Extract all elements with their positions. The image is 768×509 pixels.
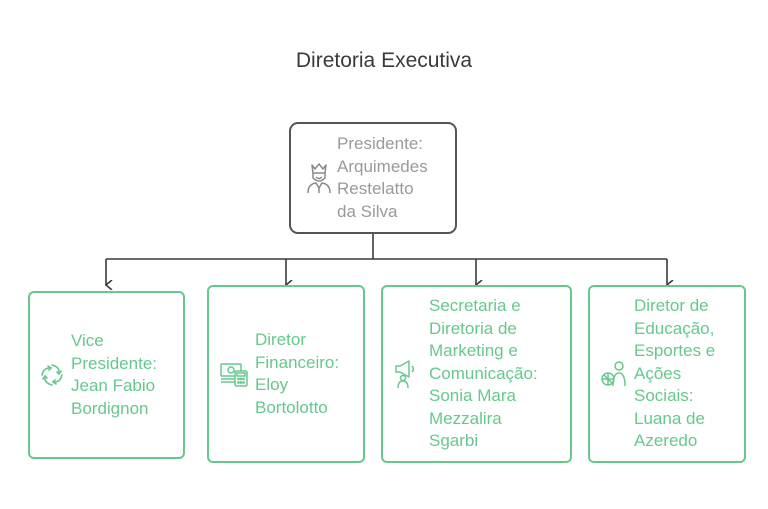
- vice-president-node: Vice Presidente: Jean Fabio Bordignon: [28, 291, 185, 459]
- education-director-label: Diretor de Educação, Esportes e Ações So…: [634, 296, 716, 451]
- money-calculator-icon: [218, 360, 250, 388]
- megaphone-person-icon: [392, 359, 424, 389]
- president-label: Presidente: Arquimedes Restelatto da Sil…: [337, 134, 428, 221]
- financial-director-node: Diretor Financeiro: Eloy Bortolotto: [207, 285, 365, 463]
- vice-president-label: Vice Presidente: Jean Fabio Bordignon: [71, 331, 157, 418]
- chief-person-icon: [303, 161, 335, 195]
- swirl-arrows-icon: [36, 361, 68, 389]
- ball-person-icon: [599, 359, 631, 389]
- marketing-node: Secretaria e Diretoria de Marketing e Co…: [381, 285, 572, 463]
- diagram-title: Diretoria Executiva: [295, 49, 473, 72]
- marketing-label: Secretaria e Diretoria de Marketing e Co…: [429, 296, 538, 451]
- president-node: Presidente: Arquimedes Restelatto da Sil…: [289, 122, 457, 234]
- financial-director-label: Diretor Financeiro: Eloy Bortolotto: [255, 330, 340, 417]
- education-director-node: Diretor de Educação, Esportes e Ações So…: [588, 285, 746, 463]
